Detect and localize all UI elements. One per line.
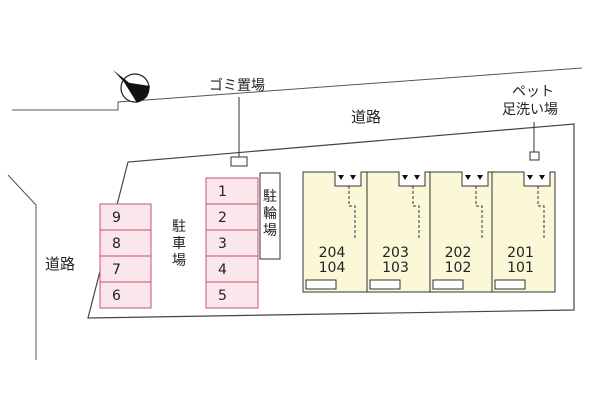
unit-outline [491, 171, 556, 293]
road-edge-top [12, 67, 583, 111]
parking-space-number: 3 [218, 236, 227, 252]
parking-space [205, 281, 259, 309]
unit-number-lower: 103 [382, 260, 409, 276]
parking-space-number: 8 [112, 236, 121, 252]
parking-space [99, 255, 152, 283]
parking-group-left: 9 8 7 6 [99, 203, 152, 309]
parking-space-number: 5 [218, 288, 227, 304]
balcony [432, 279, 464, 290]
parking-label: 駐 車 場 [171, 219, 187, 270]
parking-space-number: 7 [112, 262, 121, 278]
parking-label-char: 駐 [172, 219, 186, 235]
parking-space [99, 203, 152, 231]
balcony [369, 279, 401, 290]
parking-space [205, 229, 259, 257]
parking-space [205, 255, 259, 283]
unit-outline [366, 171, 431, 293]
unit-outline [302, 171, 368, 293]
parking-space-number: 6 [112, 288, 121, 304]
parking-space [99, 281, 152, 309]
interior-dashed-line [537, 186, 545, 238]
parking-space-number: 1 [218, 184, 227, 200]
balcony [494, 279, 526, 290]
garbage-box [230, 156, 248, 167]
entrance-arrow-icon [402, 175, 408, 180]
parking-space-number: 4 [218, 262, 227, 278]
entrance-arrow-icon [539, 175, 545, 180]
unit-number-upper: 201 [507, 245, 534, 261]
road-top-label: 道路 [351, 108, 382, 126]
parking-space-number: 2 [218, 210, 227, 226]
entrance-arrow-icon [338, 175, 344, 180]
bicycle-label-char: 場 [263, 223, 277, 239]
road-left-label: 道路 [45, 255, 76, 273]
unit-number-lower: 102 [445, 260, 472, 276]
interior-dashed-line [412, 186, 420, 238]
north-arrow-icon [113, 70, 150, 103]
unit-number-lower: 101 [507, 260, 534, 276]
road-edge-left [7, 174, 37, 360]
entrance-arrow-icon [465, 175, 471, 180]
bicycle-parking-area [259, 172, 281, 260]
entrance-arrow-icon [414, 175, 420, 180]
pet-wash-box [529, 151, 540, 161]
unit-number-lower: 104 [319, 260, 346, 276]
pet-label-line1: ペット [512, 84, 554, 100]
unit-number-upper: 203 [382, 245, 409, 261]
parking-space [205, 177, 259, 205]
interior-dashed-line [475, 186, 483, 238]
pet-label-line2: 足洗い場 [502, 102, 558, 118]
parking-label-char: 場 [172, 253, 186, 269]
parking-label-char: 車 [172, 236, 186, 252]
interior-dashed-line [348, 186, 356, 238]
parking-space [99, 229, 152, 257]
garbage-label: ゴミ置場 [209, 78, 265, 94]
entrance-arrow-icon [477, 175, 483, 180]
unit-number-upper: 202 [445, 245, 472, 261]
parking-group-right: 1 2 3 4 5 [205, 177, 259, 309]
bicycle-label-char: 駐 [263, 189, 277, 205]
balcony [305, 279, 337, 290]
entrance-arrow-icon [527, 175, 533, 180]
entrance-arrow-icon [350, 175, 356, 180]
bicycle-parking-label: 駐 輪 場 [262, 189, 278, 240]
bicycle-label-char: 輪 [263, 206, 277, 222]
unit-number-upper: 204 [319, 245, 346, 261]
parking-space [205, 203, 259, 231]
parking-space-number: 9 [112, 210, 121, 226]
